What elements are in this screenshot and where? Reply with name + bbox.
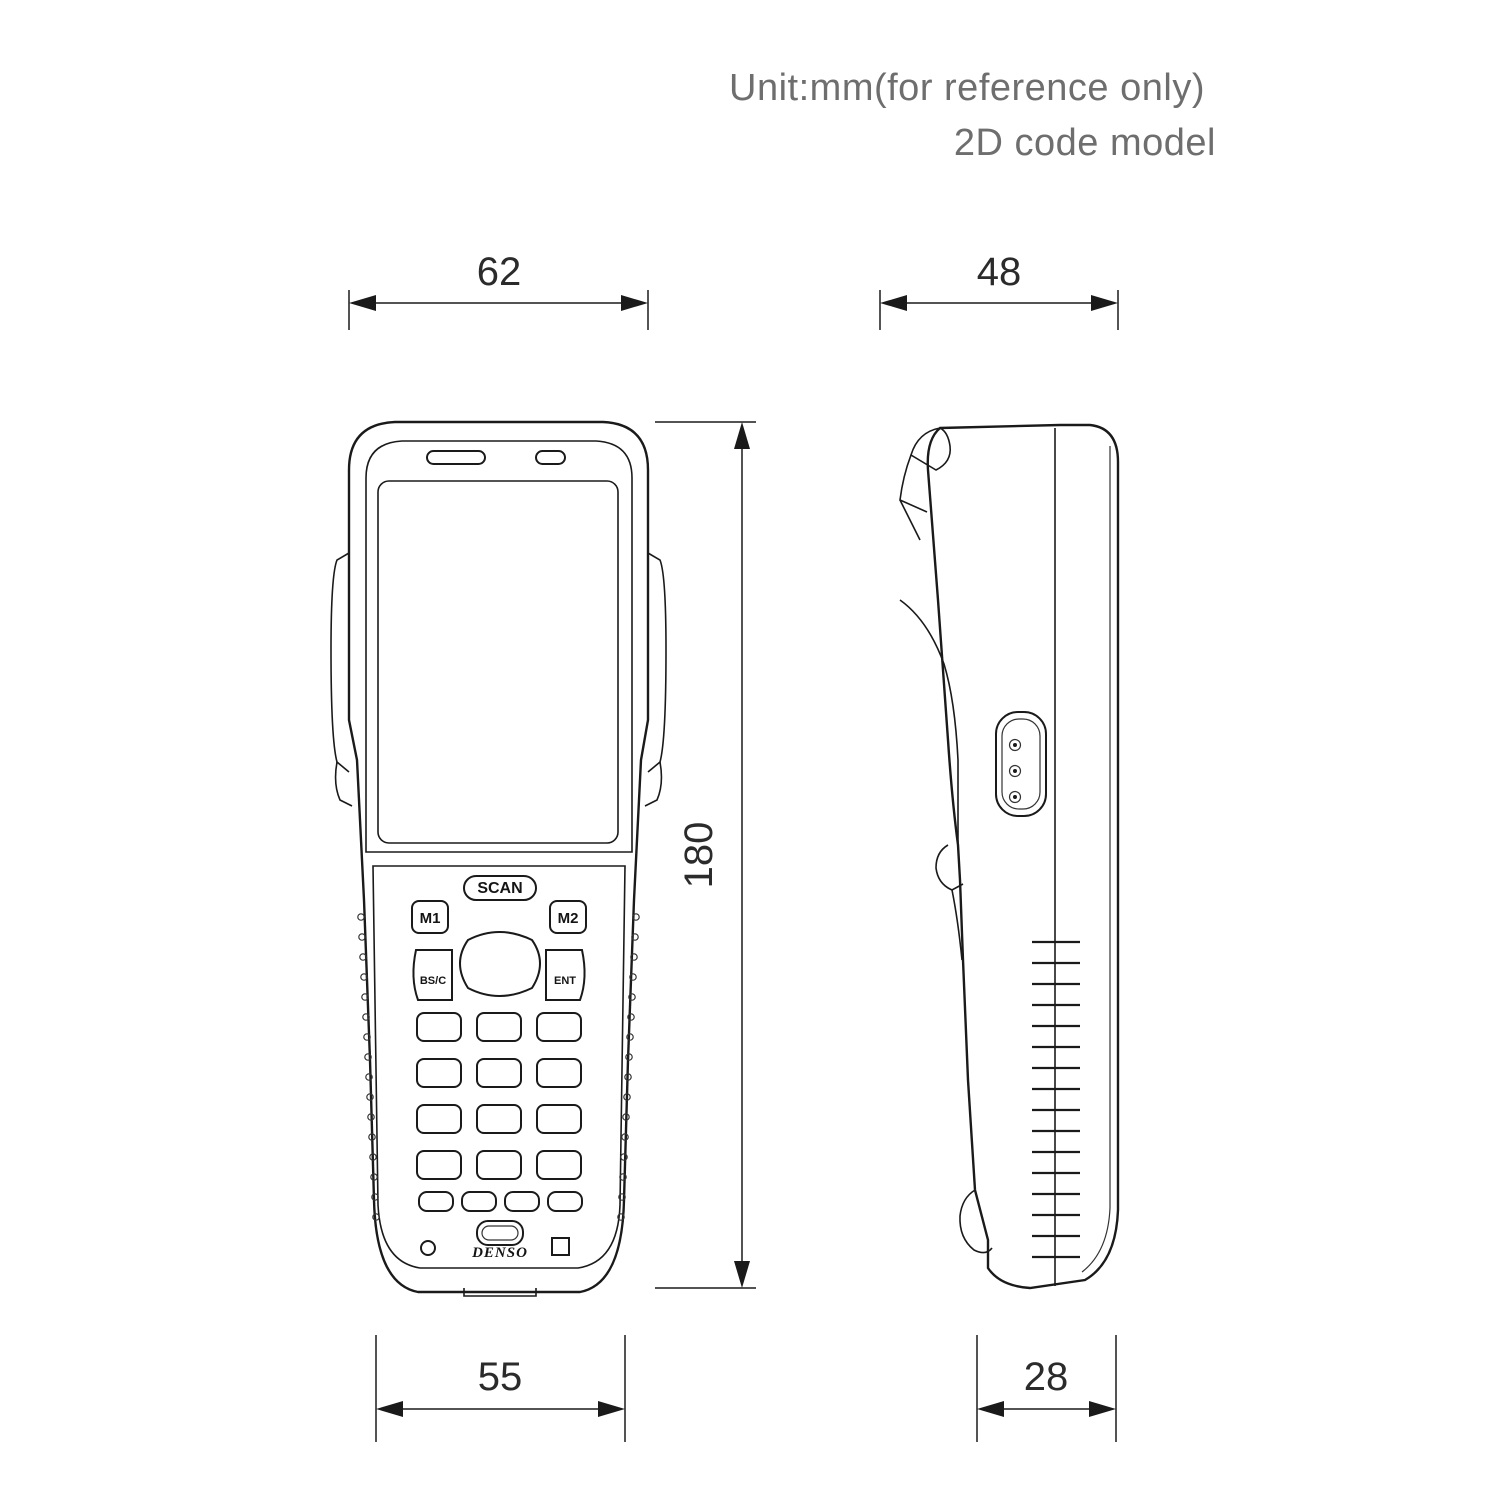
strap-loop-icon [959, 1189, 993, 1254]
dimension-label-62: 62 [477, 250, 522, 294]
front-view: SCAN M1 M2 BS/C ENT [330, 420, 667, 1297]
numeric-key[interactable] [476, 1012, 522, 1042]
m2-button-label: M2 [558, 910, 579, 927]
numeric-key[interactable] [476, 1058, 522, 1088]
dimension-label-48: 48 [977, 250, 1022, 294]
numeric-key[interactable] [536, 1058, 582, 1088]
led-indicator-icon [535, 450, 566, 465]
drawing-title-unit-note: Unit:mm(for reference only) [729, 67, 1205, 109]
function-key-row[interactable] [418, 1191, 583, 1212]
numeric-key[interactable] [416, 1104, 462, 1134]
bottom-notch [551, 1237, 570, 1256]
numeric-key[interactable] [536, 1012, 582, 1042]
numeric-key[interactable] [536, 1104, 582, 1134]
bottom-connector-tab [463, 1288, 537, 1297]
function-key[interactable] [547, 1191, 583, 1212]
ent-button-label: ENT [554, 975, 576, 987]
m1-button-label: M1 [420, 910, 441, 927]
three-dot-connector-icon [995, 711, 1047, 817]
drawing-title-model-note: 2D code model [954, 122, 1216, 164]
function-key[interactable] [461, 1191, 497, 1212]
power-indicator-icon [420, 1240, 436, 1256]
numeric-keypad[interactable] [416, 1012, 582, 1180]
dimension-front-width-top: 62 [348, 250, 649, 330]
dimension-front-height: 180 [655, 421, 756, 1289]
grip-texture-left [357, 913, 380, 1221]
m1-button[interactable] [411, 900, 449, 934]
dimension-front-width-bottom: 55 [375, 1335, 626, 1442]
scan-button-label: SCAN [477, 880, 522, 897]
numeric-key[interactable] [416, 1150, 462, 1180]
navigation-pad-icon[interactable] [459, 931, 541, 997]
side-view [899, 423, 1120, 1290]
dimension-label-180: 180 [677, 822, 721, 889]
function-key[interactable] [504, 1191, 540, 1212]
dimension-side-width-bottom: 28 [976, 1335, 1117, 1442]
m2-button[interactable] [549, 900, 587, 934]
strap-hook-icon [935, 844, 964, 891]
ent-button[interactable] [545, 949, 586, 1001]
display-screen[interactable] [377, 480, 619, 844]
numeric-key[interactable] [416, 1012, 462, 1042]
numeric-key[interactable] [416, 1058, 462, 1088]
numeric-key[interactable] [476, 1104, 522, 1134]
power-button-inner [481, 1225, 519, 1241]
power-button[interactable] [476, 1220, 524, 1246]
brand-logo-denso: DENSO [471, 1245, 528, 1261]
function-key[interactable] [418, 1191, 454, 1212]
dimension-label-55: 55 [478, 1355, 523, 1399]
grip-ribs-icon [1032, 940, 1080, 1259]
scanner-head-icon [910, 427, 952, 471]
dimension-side-width-top: 48 [879, 250, 1119, 330]
grip-texture-right [617, 913, 640, 1221]
dimension-label-28: 28 [1024, 1355, 1069, 1399]
bsc-button[interactable] [412, 949, 453, 1001]
bsc-button-label: BS/C [420, 975, 446, 987]
numeric-key[interactable] [536, 1150, 582, 1180]
speaker-slot-icon [426, 450, 486, 465]
numeric-key[interactable] [476, 1150, 522, 1180]
scan-button[interactable] [463, 875, 537, 901]
